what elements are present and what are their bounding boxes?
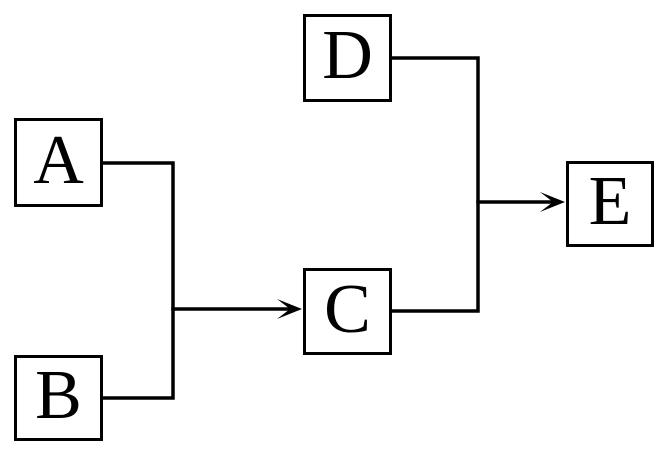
node-box-d: D <box>303 14 392 102</box>
node-box-e: E <box>566 161 654 247</box>
edge-a-b-merge-line <box>103 161 175 400</box>
node-box-a: A <box>14 118 103 207</box>
node-label-e: E <box>588 163 632 240</box>
arrowhead-to-e-icon <box>540 192 565 212</box>
node-label-d: D <box>322 17 373 94</box>
node-label-b: B <box>35 357 82 434</box>
node-label-c: C <box>324 270 371 348</box>
node-label-a: A <box>33 121 84 199</box>
arrowhead-to-c-icon <box>277 299 302 319</box>
node-box-c: C <box>303 268 392 355</box>
edge-c-d-merge-line <box>392 56 480 313</box>
node-box-b: B <box>14 355 103 441</box>
